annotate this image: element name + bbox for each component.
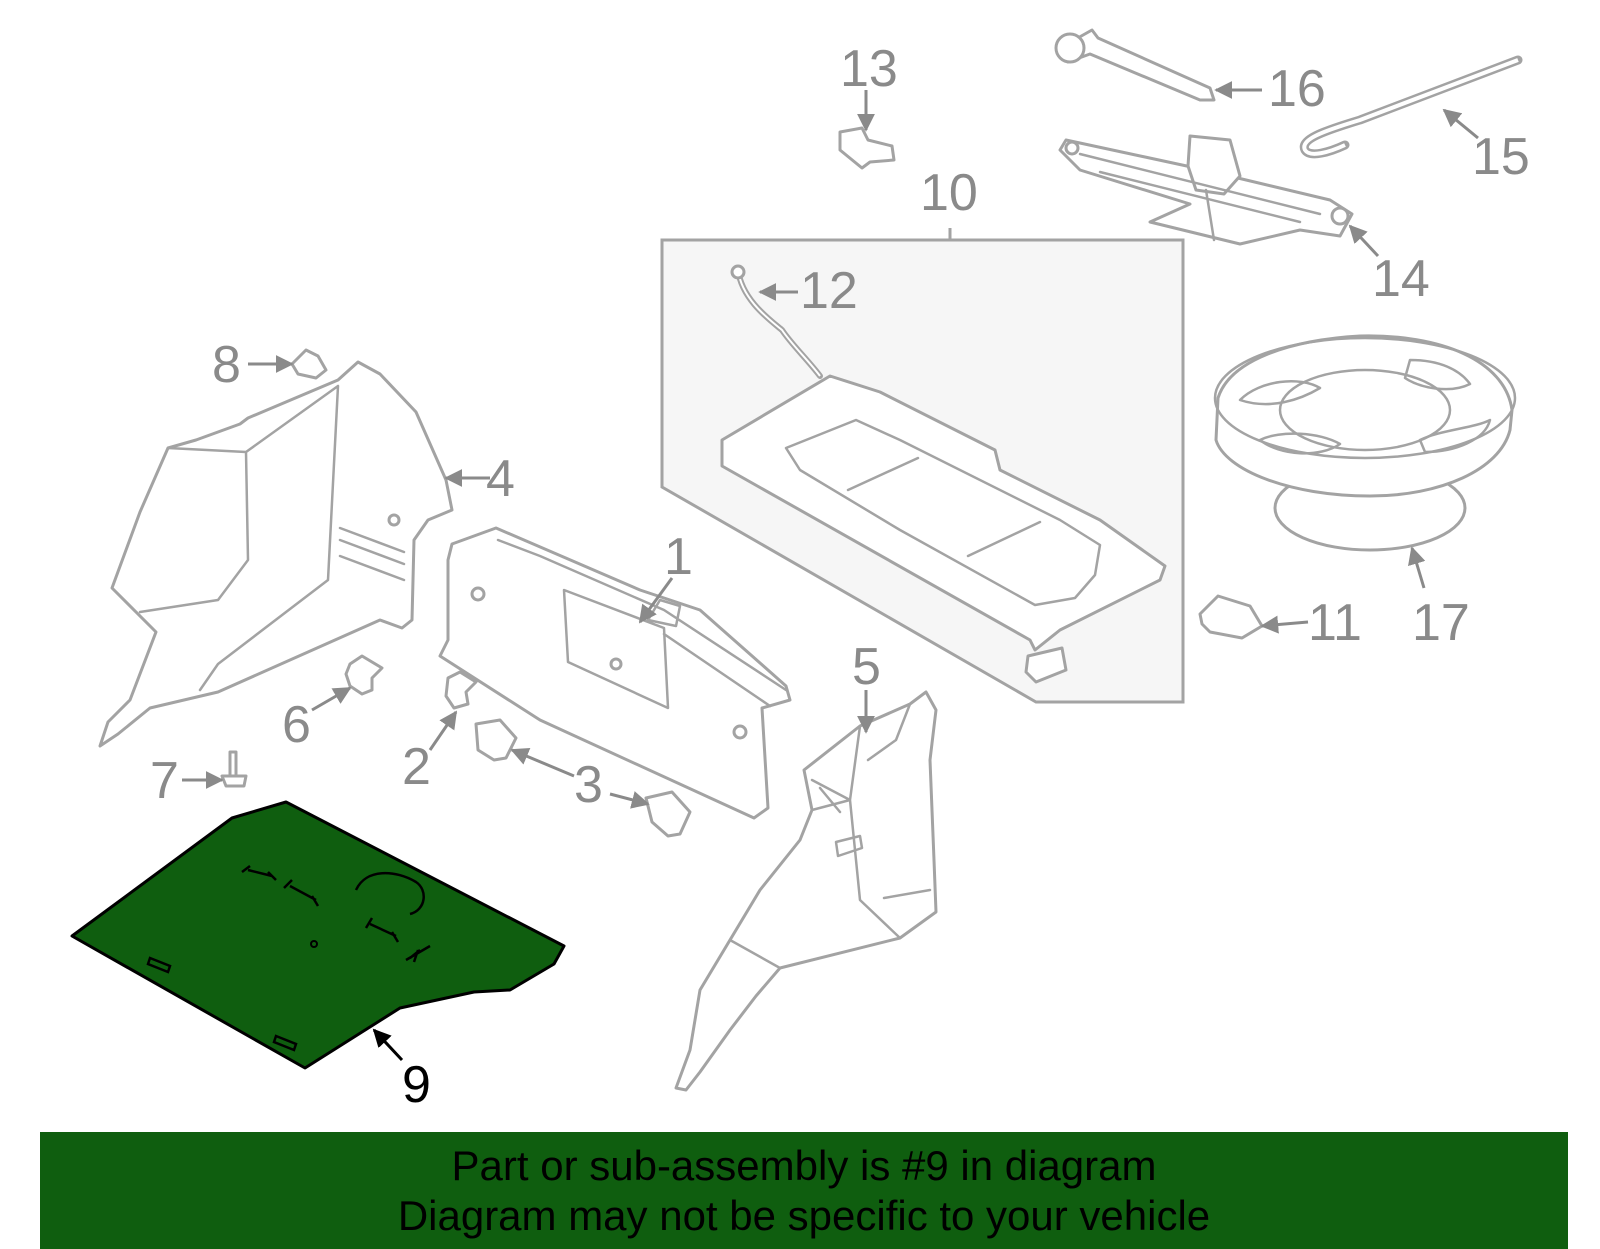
banner-line-1: Part or sub-assembly is #9 in diagram xyxy=(451,1141,1157,1189)
callout-15: 15 xyxy=(1472,128,1530,186)
callout-5: 5 xyxy=(852,638,881,696)
callout-10: 10 xyxy=(920,164,978,222)
part-14-scissor-jack[interactable] xyxy=(1058,134,1354,246)
part-5-right-quarter-trim[interactable] xyxy=(674,690,938,1092)
callout-14: 14 xyxy=(1372,250,1430,308)
part-6-clip[interactable] xyxy=(344,654,384,696)
callout-11: 11 xyxy=(1308,594,1362,652)
part-12-strap[interactable] xyxy=(730,264,823,379)
callout-17: 17 xyxy=(1412,594,1470,652)
part-1-rear-trim-panel[interactable] xyxy=(438,526,792,820)
part-16-lug-wrench[interactable] xyxy=(1054,28,1216,102)
banner-line-2: Diagram may not be specific to your vehi… xyxy=(397,1191,1211,1239)
callout-16: 16 xyxy=(1268,60,1326,118)
part-15-jack-handle[interactable] xyxy=(1299,55,1523,159)
part-2-clip[interactable] xyxy=(444,670,478,710)
callout-4: 4 xyxy=(486,450,515,508)
part-3-clip-a[interactable] xyxy=(474,718,518,762)
part-9-trunk-floor-mat[interactable] xyxy=(70,800,566,1070)
part-10-package-tray[interactable] xyxy=(720,374,1167,684)
callout-13: 13 xyxy=(840,40,898,98)
callout-2: 2 xyxy=(402,738,431,796)
info-banner: Part or sub-assembly is #9 in diagram Di… xyxy=(40,1132,1568,1249)
callout-12: 12 xyxy=(800,262,858,320)
callout-3: 3 xyxy=(574,756,603,814)
callout-9: 9 xyxy=(402,1056,431,1114)
callout-7: 7 xyxy=(150,752,179,810)
part-17-spare-tire-tub[interactable] xyxy=(1213,334,1517,552)
callout-8: 8 xyxy=(212,336,241,394)
part-7-bolt[interactable] xyxy=(220,750,248,788)
part-3-clip-b[interactable] xyxy=(644,790,692,838)
part-13-push-clip[interactable] xyxy=(838,126,896,170)
callout-6: 6 xyxy=(282,696,311,754)
callout-labels: 13 16 15 10 14 12 8 4 1 11 17 5 6 2 7 3 … xyxy=(150,40,1530,1114)
part-4-left-quarter-trim[interactable] xyxy=(98,360,454,748)
leader-lines xyxy=(182,81,1479,1062)
part-11-clip[interactable] xyxy=(1198,594,1264,640)
part-8-clip[interactable] xyxy=(290,348,328,380)
callout-1: 1 xyxy=(664,528,693,586)
